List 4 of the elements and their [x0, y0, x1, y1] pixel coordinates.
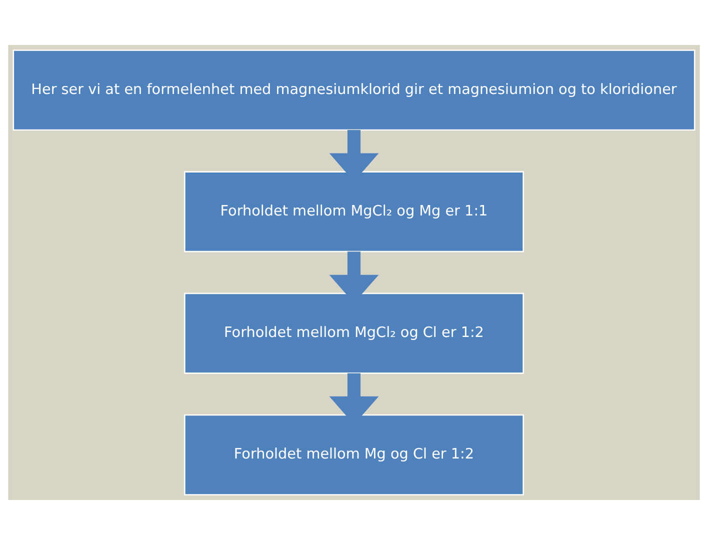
node-box: Forholdet mellom Mg og Cl er 1:2: [184, 414, 524, 496]
node-box: Forholdet mellom MgCl₂ og Mg er 1:1: [184, 171, 524, 252]
node-box: Forholdet mellom MgCl₂ og Cl er 1:2: [184, 292, 524, 374]
node-box: Her ser vi at en formelenhet med magnesiumklorid gir et magnesiumion og to kloridioner: [12, 50, 696, 131]
